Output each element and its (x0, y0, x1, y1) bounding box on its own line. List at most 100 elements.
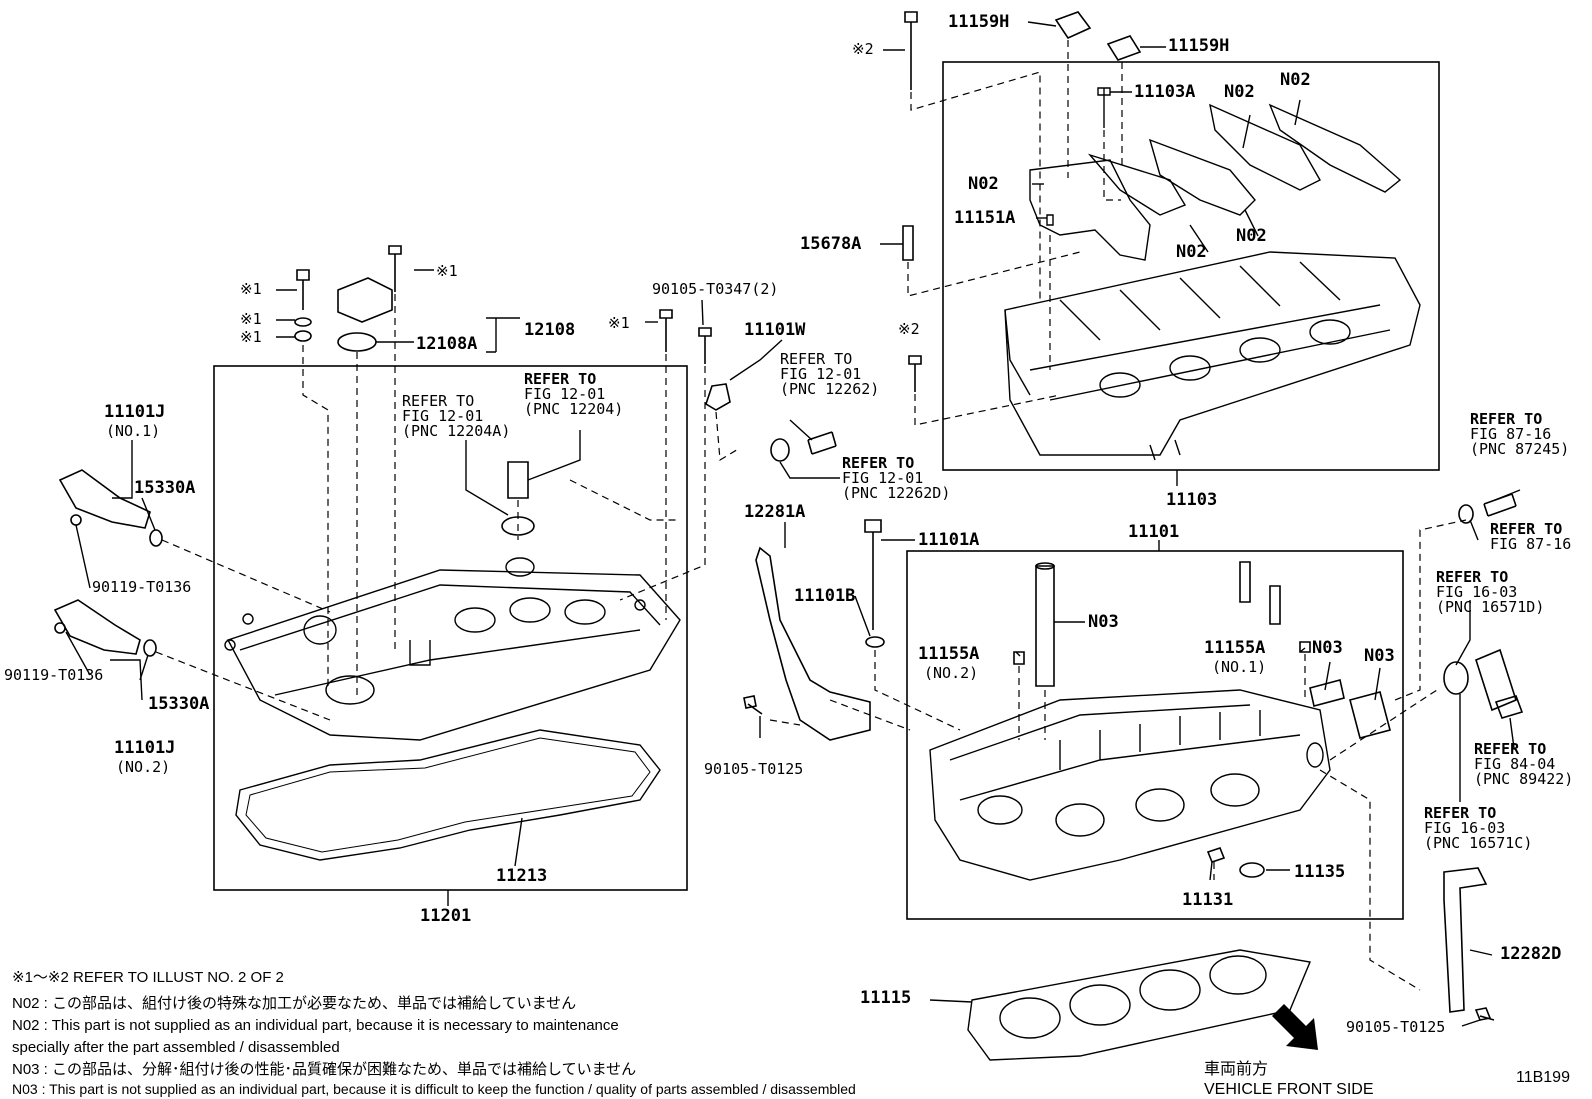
oring-15330a-1 (149, 529, 163, 547)
guide-lines-head (769, 519, 1467, 991)
ref-16571C-line1: REFER TO (1424, 804, 1497, 822)
label-11101J-1-sub: (NO.1) (106, 422, 161, 440)
label-12108A: 12108A (416, 334, 478, 354)
ref-16571D: REFER TO FIG 16-03 (PNC 16571D) (1436, 570, 1544, 615)
label-12281A: 12281A (744, 502, 806, 522)
valve-guides (1239, 561, 1281, 625)
ref-12262D: REFER TO FIG 12-01 (PNC 12262D) (842, 456, 950, 501)
hose-12262 (807, 431, 837, 455)
oring-15330a-2 (143, 639, 157, 657)
bushing-n03-3 (1349, 691, 1391, 739)
bolt-1-e (659, 309, 673, 352)
head-gasket-11115 (967, 949, 1311, 1061)
label-11103: 11103 (1166, 490, 1218, 510)
pin-11131 (1206, 847, 1226, 863)
ref-89422-line1: REFER TO (1474, 740, 1547, 758)
note-line-1: ※1～※2 REFER TO ILLUST NO. 2 OF 2 (12, 969, 284, 986)
plate-11159h-lower (1106, 35, 1142, 61)
label-11201: 11201 (420, 906, 472, 926)
label-11135: 11135 (1294, 862, 1346, 882)
ref-16571C: REFER TO FIG 16-03 (PNC 16571C) (1424, 806, 1532, 851)
ref-12262: REFER TO FIG 12-01 (PNC 12262) (780, 352, 879, 397)
box-11103 (942, 61, 1440, 471)
ref-12262D-line2: FIG 12-01 (842, 469, 924, 487)
front-arrow-icon (1272, 1004, 1318, 1050)
bolt-2-top (904, 11, 918, 90)
label-11103A: 11103A (1134, 82, 1196, 102)
ref-12262D-line1: REFER TO (842, 454, 915, 472)
bolt-2-mid (908, 355, 922, 392)
ref-87-16-line2: FIG 87-16 (1490, 535, 1572, 553)
note-line-4: specially after the part assembled / dis… (12, 1039, 340, 1056)
cylinder-head-illustration (929, 689, 1331, 881)
note-line-6: N03 : This part is not supplied as an in… (12, 1081, 856, 1097)
label-11101W: 11101W (744, 320, 806, 340)
washer-11101b (865, 636, 885, 648)
ref-87245-line3: (PNC 87245) (1470, 440, 1570, 458)
ref-89422: REFER TO FIG 84-04 (PNC 89422) (1474, 742, 1573, 787)
label-11131: 11131 (1182, 890, 1234, 910)
sensor-11101w (705, 383, 731, 411)
note-line-2: N02 : この部品は、組付け後の特殊な加工が必要なため、単品では補給していませ… (12, 995, 577, 1012)
head-cover-illustration (224, 557, 681, 741)
label-90105-T0125-b: 90105-T0125 (1346, 1018, 1446, 1036)
ref-12262-line1: REFER TO (780, 350, 853, 368)
ref-87245-line1: REFER TO (1470, 410, 1543, 428)
label-11101J-2: 11101J (114, 738, 176, 758)
label-11155A-2: 11155A (918, 644, 980, 664)
ref-12204A-line2: FIG 12-01 (402, 407, 484, 425)
ref-87245: REFER TO FIG 87-16 (PNC 87245) (1470, 412, 1569, 457)
plug-11155a-2 (1013, 651, 1025, 665)
ref-12262-line2: FIG 12-01 (780, 365, 862, 383)
label-11101J-1: 11101J (104, 402, 166, 422)
label-N02-5: N02 (1236, 226, 1267, 246)
label-2-mid: ※2 (898, 320, 920, 338)
label-1-b: ※1 (240, 310, 262, 328)
bracket-12282d (1443, 867, 1488, 1013)
hose-16571d (1475, 648, 1517, 712)
label-11155A-2-sub: (NO.2) (924, 664, 979, 682)
ref-12204A-line3: (PNC 12204A) (402, 422, 511, 440)
label-N02-4: N02 (1176, 242, 1207, 262)
label-11159H-a: 11159H (948, 12, 1010, 32)
ref-16571D-line2: FIG 16-03 (1436, 583, 1518, 601)
label-N02-1: N02 (1280, 70, 1311, 90)
ref-87-16: REFER TO FIG 87-16 (1490, 522, 1571, 552)
ref-89422-line2: FIG 84-04 (1474, 755, 1556, 773)
ref-12204-line1: REFER TO (524, 370, 597, 388)
label-90119-T0136-2: 90119-T0136 (4, 666, 104, 684)
sleeve-n03-1 (1035, 565, 1055, 687)
ref-12262D-line3: (PNC 12262D) (842, 484, 951, 502)
label-90119-T0136-1: 90119-T0136 (92, 578, 192, 596)
label-1-d: ※1 (436, 262, 458, 280)
label-15678A: 15678A (800, 234, 862, 254)
bolt-1-d (388, 245, 402, 292)
bolt-90105-t0347 (698, 327, 712, 364)
plate-11159h-top (1054, 11, 1092, 40)
box-11201 (213, 365, 688, 891)
label-12282D: 12282D (1500, 944, 1562, 964)
bolt-90105-t0125-b (1474, 1007, 1495, 1021)
clip-12262d (770, 438, 790, 462)
ref-12204: REFER TO FIG 12-01 (PNC 12204) (524, 372, 623, 417)
label-11159H-b: 11159H (1168, 36, 1230, 56)
label-11155A-1-sub: (NO.1) (1212, 658, 1267, 676)
label-N03-3: N03 (1364, 646, 1395, 666)
label-15330A-2: 15330A (148, 694, 210, 714)
ref-12262-line3: (PNC 12262) (780, 380, 880, 398)
gasket-11213 (235, 729, 661, 861)
label-15330A-1: 15330A (134, 478, 196, 498)
label-90105-T0347: 90105-T0347(2) (652, 280, 779, 298)
label-11155A-1: 11155A (1204, 638, 1266, 658)
ref-16571D-line3: (PNC 16571D) (1436, 598, 1545, 616)
ref-89422-line3: (PNC 89422) (1474, 770, 1574, 788)
label-1-e: ※1 (608, 314, 630, 332)
label-N03-1: N03 (1088, 612, 1119, 632)
bracket-12281a (755, 546, 871, 741)
leader-lines (65, 21, 1521, 1027)
ref-12204A: REFER TO FIG 12-01 (PNC 12204A) (402, 394, 510, 439)
label-1-c: ※1 (240, 328, 262, 346)
front-side-en: VEHICLE FRONT SIDE (1204, 1081, 1374, 1098)
label-12108: 12108 (524, 320, 576, 340)
